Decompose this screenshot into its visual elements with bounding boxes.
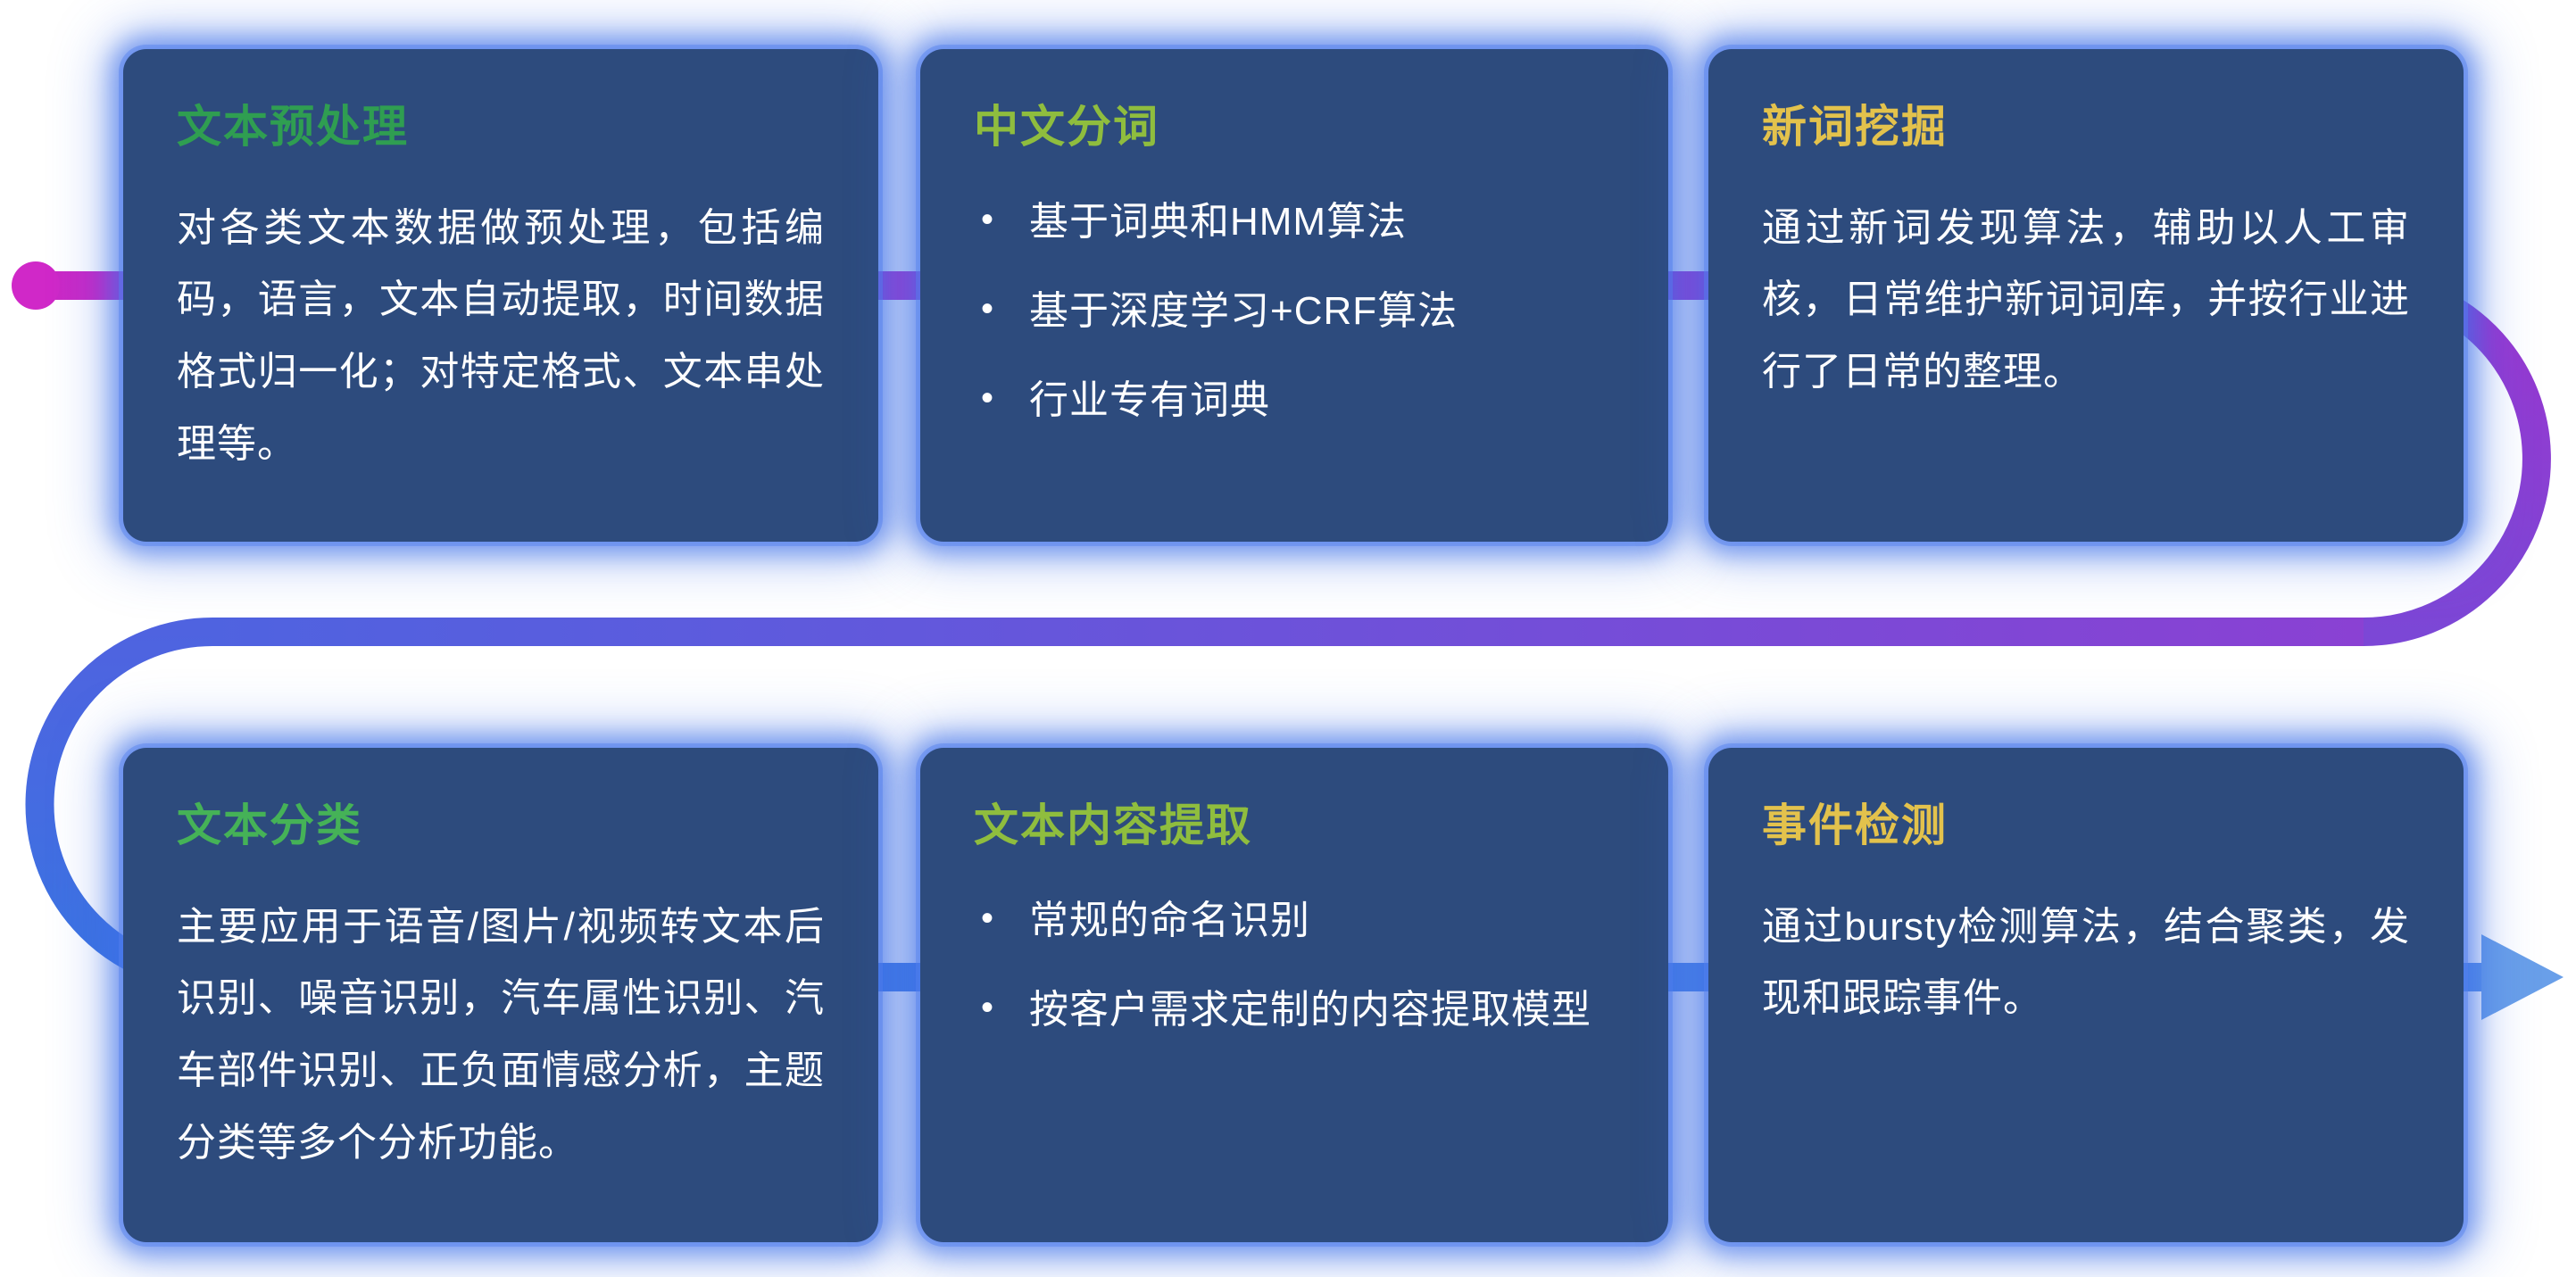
card-body-text: 主要应用于语音/图片/视频转文本后识别、噪音识别，汽车属性识别、汽车部件识别、正… [177,904,825,1165]
card-title: 文本内容提取 [974,800,1252,850]
bullet-item: 常规的命名识别 [974,891,1615,950]
card-body-text: 通过bursty检测算法，结合聚类，发现和跟踪事件。 [1762,904,2410,1021]
card-bullet-list: 基于词典和HMM算法 基于深度学习+CRF算法 行业专有词典 [974,193,1615,430]
flow-end-arrow-icon [2481,934,2564,1020]
card-new-word-mining: 新词挖掘 通过新词发现算法，辅助以人工审核，日常维护新词词库，并按行业进行了日常… [1708,49,2464,542]
bullet-item: 基于词典和HMM算法 [974,193,1615,252]
card-title: 中文分词 [974,102,1159,152]
card-chinese-word-segmentation: 中文分词 基于词典和HMM算法 基于深度学习+CRF算法 行业专有词典 [920,49,1668,542]
card-event-detection: 事件检测 通过bursty检测算法，结合聚类，发现和跟踪事件。 [1708,748,2464,1242]
card-title: 文本分类 [177,800,362,850]
card-body-text: 通过新词发现算法，辅助以人工审核，日常维护新词词库，并按行业进行了日常的整理。 [1762,205,2410,394]
flow-start-dot-icon [12,261,60,310]
card-title: 文本预处理 [177,102,409,152]
bullet-item: 基于深度学习+CRF算法 [974,282,1615,341]
card-text-content-extraction: 文本内容提取 常规的命名识别 按客户需求定制的内容提取模型 [920,748,1668,1242]
card-text-preprocessing: 文本预处理 对各类文本数据做预处理，包括编码，语言，文本自动提取，时间数据格式归… [123,49,878,542]
card-bullet-list: 常规的命名识别 按客户需求定制的内容提取模型 [974,891,1615,1040]
card-title: 新词挖掘 [1762,102,1948,152]
card-title: 事件检测 [1762,800,1948,850]
bullet-item: 按客户需求定制的内容提取模型 [974,981,1615,1040]
card-text-classification: 文本分类 主要应用于语音/图片/视频转文本后识别、噪音识别，汽车属性识别、汽车部… [123,748,878,1242]
card-body-text: 对各类文本数据做预处理，包括编码，语言，文本自动提取，时间数据格式归一化；对特定… [177,205,825,467]
bullet-item: 行业专有词典 [974,371,1615,430]
